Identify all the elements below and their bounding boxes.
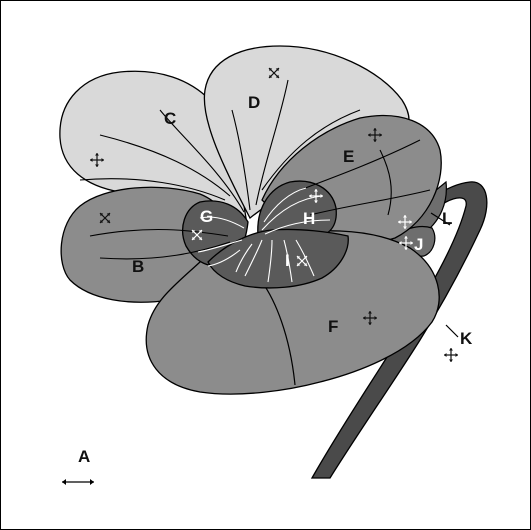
label-g: G (200, 207, 213, 226)
label-h: H (303, 209, 315, 228)
label-d: D (248, 93, 260, 112)
label-a: A (78, 447, 90, 466)
label-i: I (285, 251, 290, 270)
label-j: J (414, 235, 423, 254)
label-c: C (164, 109, 176, 128)
label-l: L (442, 209, 452, 228)
label-f: F (328, 317, 338, 336)
four-way-arrow-icon (444, 348, 458, 362)
label-k: K (460, 329, 473, 348)
label-b: B (132, 257, 144, 276)
double-arrow-icon (62, 479, 94, 485)
label-e: E (343, 147, 354, 166)
